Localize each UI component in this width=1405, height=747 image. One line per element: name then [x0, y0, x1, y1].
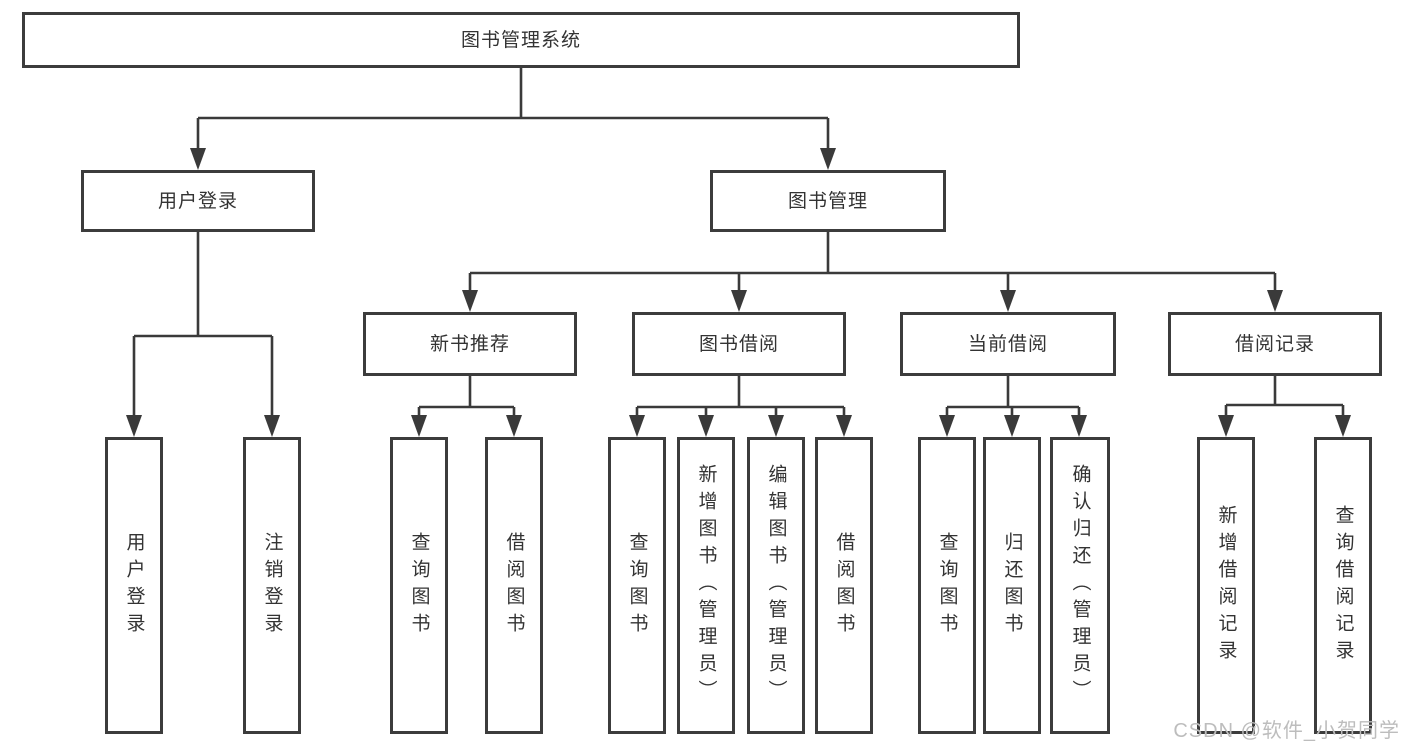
csdn-watermark: CSDN @软件_小贺同学	[1173, 720, 1400, 742]
node-leaf-query-book-3: 查询图书	[918, 437, 976, 734]
node-book-management-module: 图书管理	[710, 170, 946, 232]
node-leaf-user-login: 用户登录	[105, 437, 163, 734]
leaf-label: 借阅图书	[833, 531, 855, 640]
node-leaf-query-book-2: 查询图书	[608, 437, 666, 734]
node-borrow-records: 借阅记录	[1168, 312, 1382, 376]
node-leaf-borrow-book-2: 借阅图书	[815, 437, 873, 734]
node-current-borrow: 当前借阅	[900, 312, 1116, 376]
node-leaf-edit-book-admin: 编辑图书（管理员）	[747, 437, 805, 734]
leaf-label: 查询借阅记录	[1332, 504, 1354, 667]
leaf-label: 确认归还（管理员）	[1069, 464, 1091, 707]
node-leaf-borrow-book-1: 借阅图书	[485, 437, 543, 734]
node-leaf-confirm-return-admin: 确认归还（管理员）	[1050, 437, 1110, 734]
leaf-label: 新增借阅记录	[1215, 504, 1237, 667]
leaf-label: 查询图书	[936, 531, 958, 640]
node-leaf-logout: 注销登录	[243, 437, 301, 734]
node-leaf-add-borrow-record: 新增借阅记录	[1197, 437, 1255, 734]
leaf-label: 新增图书（管理员）	[695, 464, 717, 707]
node-leaf-return-book: 归还图书	[983, 437, 1041, 734]
leaf-label: 用户登录	[123, 531, 145, 640]
leaf-label: 编辑图书（管理员）	[765, 464, 787, 707]
arrowheads	[126, 148, 1351, 437]
node-user-login-module: 用户登录	[81, 170, 315, 232]
leaf-label: 借阅图书	[503, 531, 525, 640]
node-book-borrow: 图书借阅	[632, 312, 846, 376]
leaf-label: 注销登录	[261, 531, 283, 640]
leaf-label: 查询图书	[408, 531, 430, 640]
leaf-label: 查询图书	[626, 531, 648, 640]
node-new-book-recommend: 新书推荐	[363, 312, 577, 376]
node-leaf-add-book-admin: 新增图书（管理员）	[677, 437, 735, 734]
node-leaf-query-book-1: 查询图书	[390, 437, 448, 734]
leaf-label: 归还图书	[1001, 531, 1023, 640]
node-root-system: 图书管理系统	[22, 12, 1020, 68]
node-leaf-query-borrow-record: 查询借阅记录	[1314, 437, 1372, 734]
